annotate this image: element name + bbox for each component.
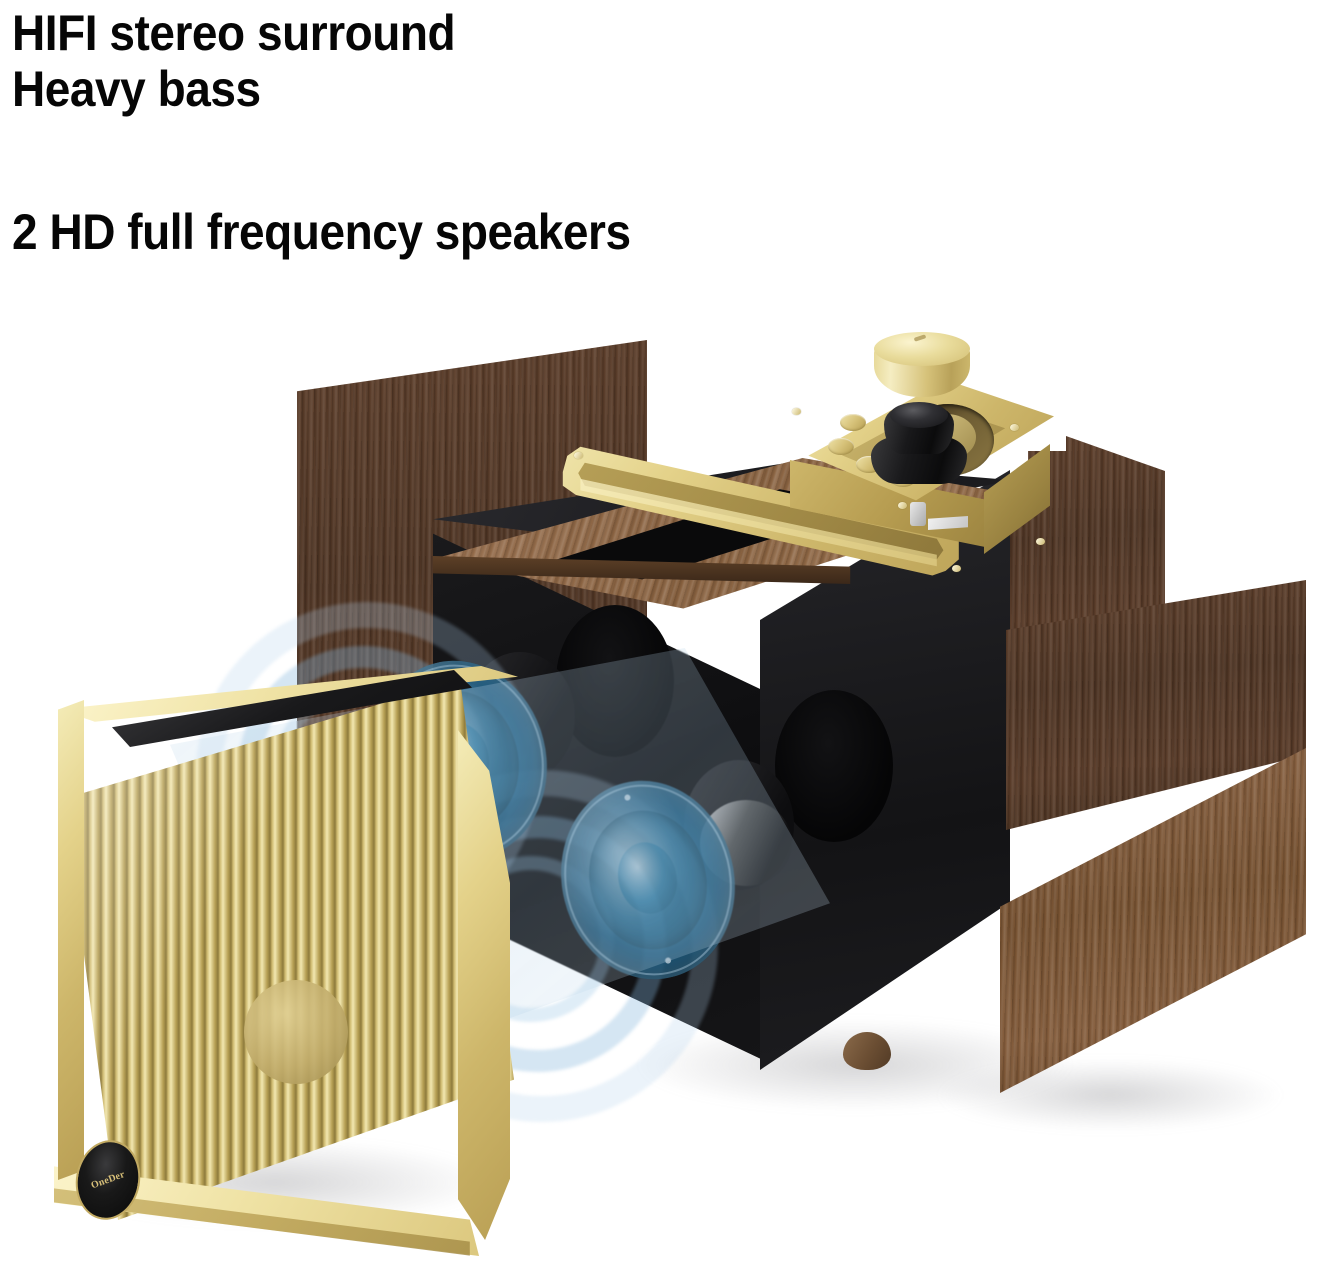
control-plate-screw-bottom xyxy=(898,502,907,509)
grille-center-disc xyxy=(244,980,348,1084)
headline-hifi-stereo-surround: HIFI stereo surround xyxy=(12,5,456,61)
driver-cutout-right xyxy=(775,690,893,842)
rubber-knob-top-face xyxy=(890,402,948,428)
grille-frame-right-edge xyxy=(458,730,510,1240)
handle-screw-right xyxy=(952,565,961,572)
headline-hd-full-frequency-speakers: 2 HD full frequency speakers xyxy=(12,204,631,260)
grille-bar-area xyxy=(64,680,514,1220)
control-plate-screw-top xyxy=(1010,424,1019,431)
right-panel-ground-shadow xyxy=(940,1060,1280,1130)
headline-heavy-bass: Heavy bass xyxy=(12,61,261,117)
control-plate-screw-right xyxy=(1036,538,1045,545)
cabinet-foot xyxy=(843,1032,891,1070)
product-exploded-view: OneDer xyxy=(0,140,1333,1275)
grille-frame-left-edge xyxy=(58,700,84,1180)
control-button-2[interactable] xyxy=(828,438,854,455)
control-plate-screw-left xyxy=(792,408,801,415)
internal-connector-white xyxy=(910,502,926,526)
front-grille: OneDer xyxy=(50,660,540,1260)
brand-badge-text: OneDer xyxy=(89,1168,127,1192)
grille-highlight xyxy=(64,680,514,1220)
internal-connector-pcb xyxy=(928,516,968,530)
handle-screw-left xyxy=(574,452,583,459)
control-button-1[interactable] xyxy=(840,414,866,431)
